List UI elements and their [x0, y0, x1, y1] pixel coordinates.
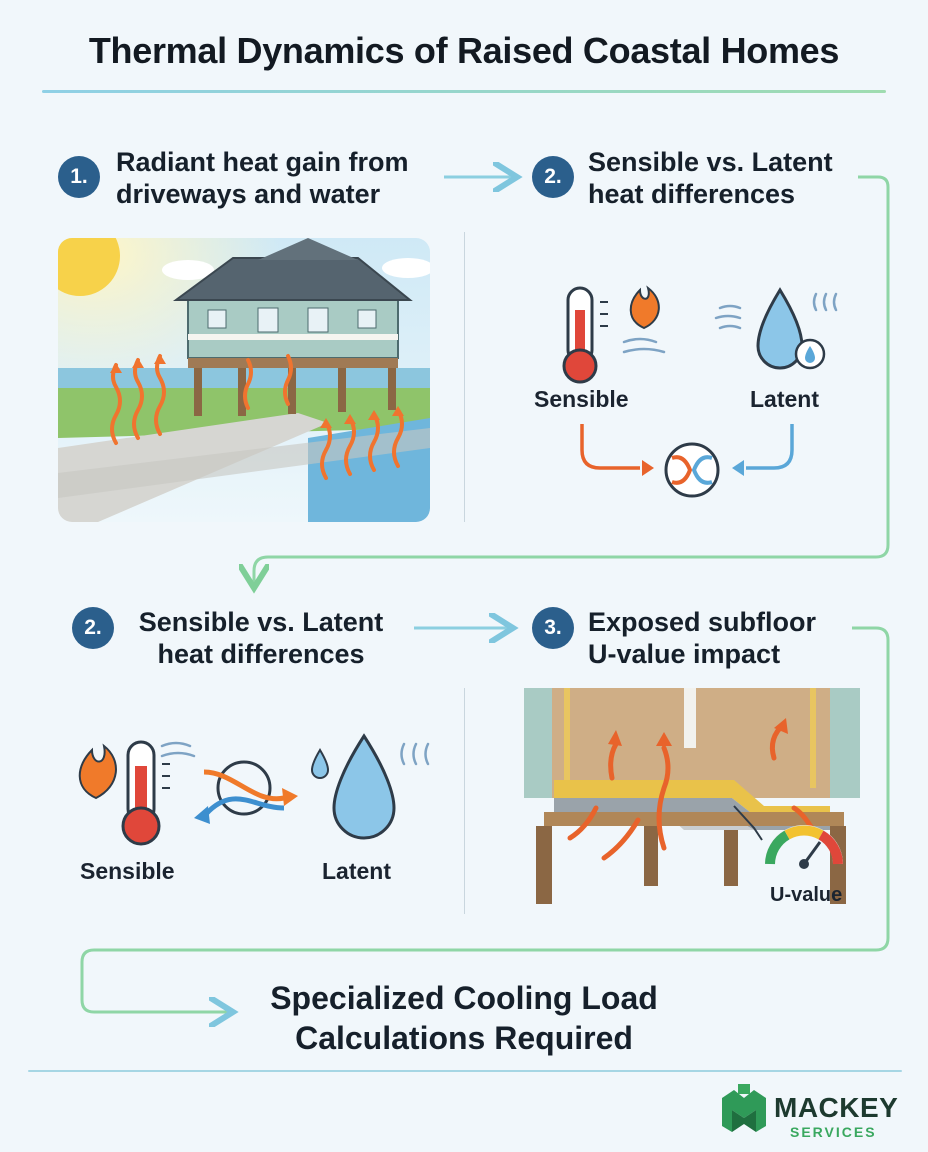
brand-sub: SERVICES — [790, 1124, 877, 1140]
brand-name: MACKEY — [774, 1092, 899, 1123]
step-2b-title-line1: Sensible vs. Latent — [138, 607, 384, 637]
step-1-badge: 1. — [58, 156, 100, 198]
latent-label-top: Latent — [750, 386, 819, 412]
step-2b-title: Sensible vs. Latent heat differences — [116, 606, 406, 670]
air-flow-icon — [160, 741, 196, 758]
sun-icon — [58, 238, 120, 296]
vapor-icon — [400, 742, 430, 766]
thermometer-icon — [562, 286, 608, 384]
flame-icon — [629, 285, 660, 330]
u-value-label: U-value — [770, 884, 843, 906]
step-3-title-line1: Exposed subfloor — [588, 607, 817, 637]
sensible-label-bottom: Sensible — [80, 858, 175, 884]
latent-label-bottom: Latent — [322, 858, 391, 884]
conclusion-line2: Calculations Required — [295, 1020, 633, 1056]
step-3-title: Exposed subfloor U-value impact — [588, 606, 816, 670]
air-flow-icon — [622, 337, 666, 354]
step-3-badge: 3. — [532, 607, 574, 649]
step-2-badge: 2. — [532, 156, 574, 198]
thermometer-icon — [121, 740, 170, 846]
water-drop-icon — [756, 287, 826, 370]
step-2-title-line2: heat differences — [588, 179, 796, 209]
column-divider-top — [464, 232, 465, 522]
step-1-title-line2: driveways and water — [116, 179, 381, 209]
title-divider — [42, 90, 886, 93]
footer-divider — [28, 1070, 902, 1072]
flame-icon — [78, 743, 117, 800]
step-2b-badge: 2. — [72, 607, 114, 649]
step-1-title: Radiant heat gain from driveways and wat… — [116, 146, 409, 210]
mackey-logo-icon — [722, 1084, 766, 1132]
exchange-arrows-icon — [194, 760, 298, 824]
subfloor-illustration — [524, 688, 860, 926]
step-1-title-line1: Radiant heat gain from — [116, 147, 409, 177]
sensible-latent-diagram-bottom — [78, 733, 430, 846]
page-title: Thermal Dynamics of Raised Coastal Homes — [88, 30, 840, 71]
radiant-heat-arrows — [110, 354, 404, 480]
raised-house — [172, 238, 413, 416]
vapor-icon — [714, 292, 838, 330]
step-2-title: Sensible vs. Latent heat differences — [588, 146, 833, 210]
sensible-label-top: Sensible — [534, 386, 629, 412]
sensible-latent-diagram-top — [562, 285, 838, 498]
conclusion-text: Specialized Cooling Load Calculations Re… — [214, 978, 714, 1058]
step-2b-title-line2: heat differences — [157, 639, 365, 669]
heat-exchange-icon — [664, 442, 720, 498]
u-value-gauge-icon — [765, 825, 843, 869]
column-divider-bottom — [464, 688, 465, 914]
step-3-title-line2: U-value impact — [588, 639, 781, 669]
raised-house-illustration — [58, 238, 430, 522]
water-drop-icon — [310, 733, 396, 840]
conclusion-line1: Specialized Cooling Load — [270, 980, 658, 1016]
step-2-title-line1: Sensible vs. Latent — [588, 147, 833, 177]
